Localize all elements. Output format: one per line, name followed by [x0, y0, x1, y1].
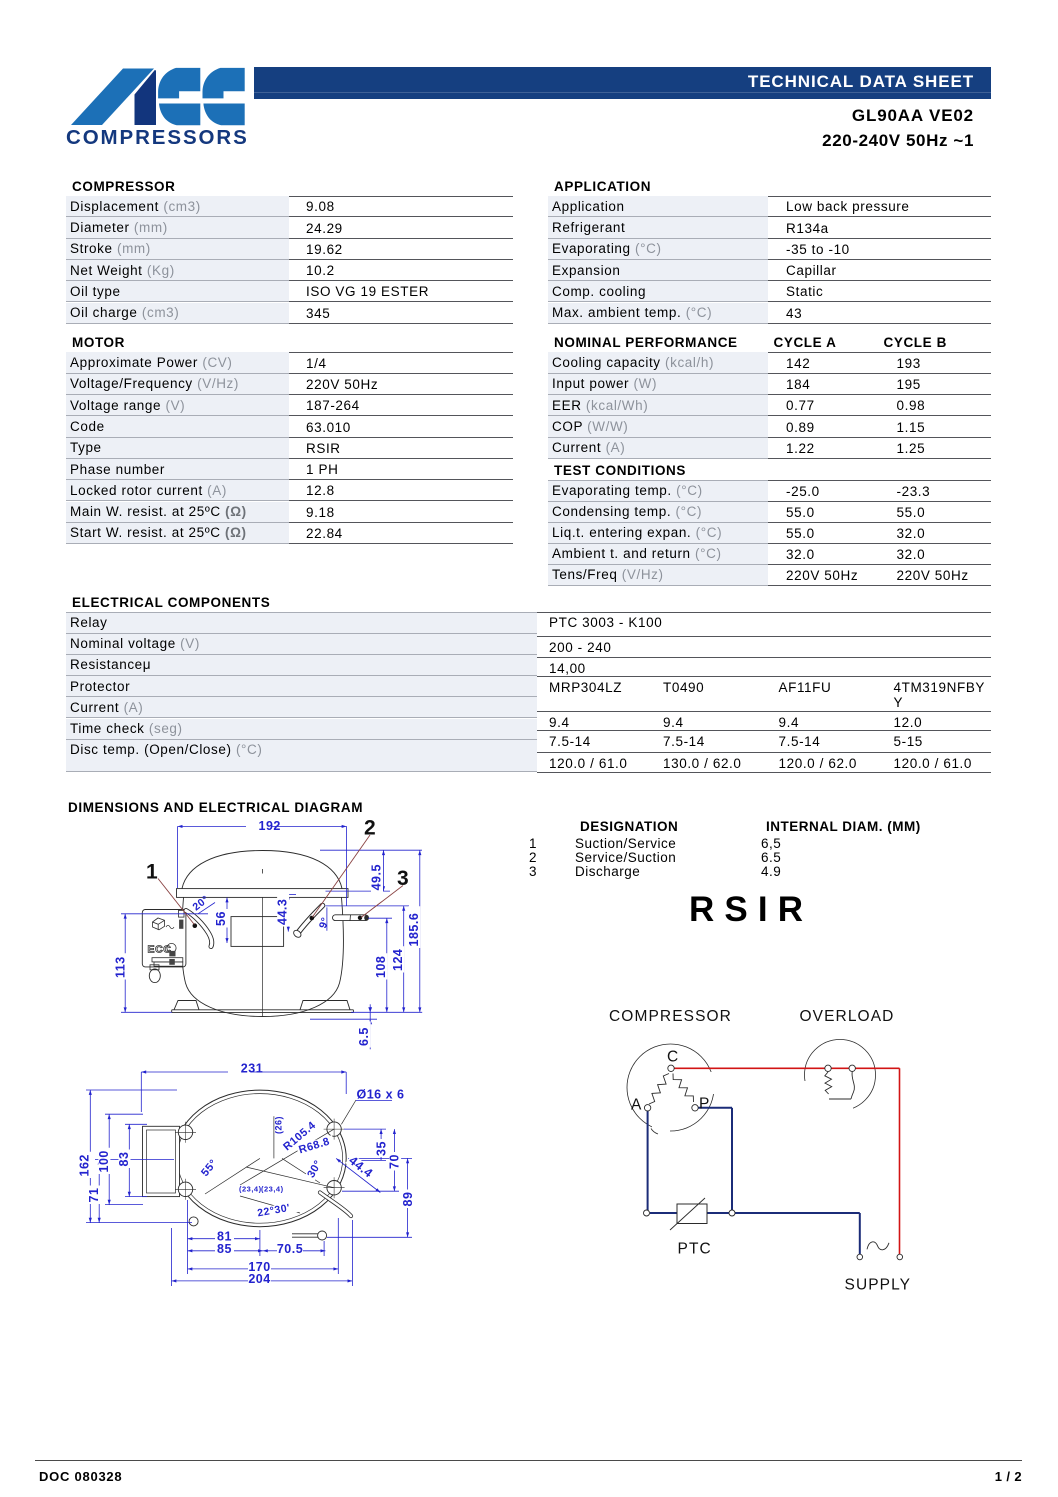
- svg-text:81: 81: [217, 1230, 232, 1244]
- svg-text:A: A: [631, 1096, 642, 1113]
- svg-text:71: 71: [87, 1188, 101, 1203]
- svg-text:ECC: ECC: [148, 944, 172, 956]
- svg-text:204: 204: [248, 1272, 270, 1286]
- svg-text:162: 162: [78, 1154, 92, 1176]
- svg-text:SUPPLY: SUPPLY: [845, 1277, 912, 1294]
- svg-text:Ø16 x 6: Ø16 x 6: [357, 1088, 405, 1102]
- svg-text:49.5: 49.5: [370, 864, 384, 890]
- svg-text:PTC: PTC: [678, 1241, 712, 1258]
- svg-text:3: 3: [397, 867, 409, 890]
- svg-text:124: 124: [391, 949, 405, 971]
- svg-text:56: 56: [214, 911, 228, 926]
- svg-text:185.6: 185.6: [407, 913, 421, 947]
- svg-text:70: 70: [388, 1154, 402, 1169]
- svg-text:100: 100: [97, 1150, 111, 1172]
- svg-text:(26): (26): [274, 1116, 284, 1134]
- svg-text:85: 85: [217, 1242, 232, 1256]
- svg-text:1: 1: [146, 861, 158, 884]
- svg-text:OVERLOAD: OVERLOAD: [800, 1008, 895, 1025]
- svg-text:89: 89: [401, 1192, 415, 1207]
- svg-text:2: 2: [364, 817, 376, 840]
- svg-text:9°: 9°: [317, 916, 332, 930]
- svg-text:(23,4): (23,4): [239, 1185, 262, 1194]
- svg-text:231: 231: [241, 1062, 263, 1076]
- svg-text:83: 83: [117, 1152, 131, 1167]
- svg-text:(23,4): (23,4): [261, 1185, 284, 1194]
- svg-text:192: 192: [259, 819, 281, 833]
- svg-text:6.5: 6.5: [357, 1027, 371, 1046]
- svg-text:22°30': 22°30': [256, 1202, 291, 1220]
- svg-text:70.5: 70.5: [277, 1242, 303, 1256]
- svg-text:COMPRESSOR: COMPRESSOR: [609, 1008, 732, 1025]
- svg-text:108: 108: [374, 956, 388, 978]
- svg-text:170: 170: [248, 1260, 270, 1274]
- svg-text:P: P: [699, 1095, 709, 1112]
- svg-text:C: C: [667, 1048, 678, 1065]
- svg-text:113: 113: [113, 956, 127, 978]
- svg-text:44.3: 44.3: [276, 899, 290, 925]
- svg-text:35: 35: [374, 1141, 388, 1156]
